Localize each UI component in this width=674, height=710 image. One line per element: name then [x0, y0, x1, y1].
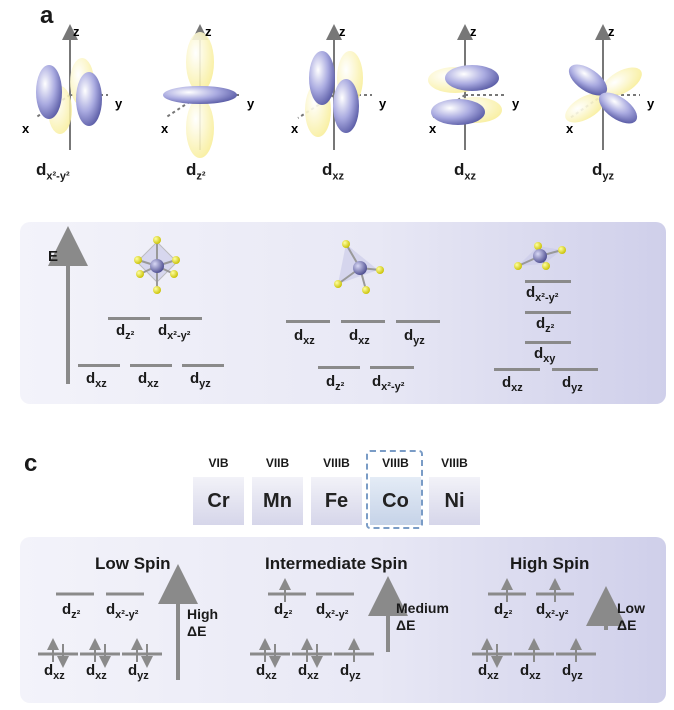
level-tet-upper-1: [286, 320, 330, 323]
label-sq-z2: dz²: [536, 315, 555, 335]
panel-a-letter: a: [40, 2, 54, 29]
ls-label-z2: dz²: [62, 601, 81, 621]
co-highlight-box: [366, 450, 423, 529]
is-label-z2: dz²: [274, 601, 293, 621]
hs-label-xz: dxz: [478, 662, 499, 682]
orbital-label-dxz: dxz: [322, 160, 345, 183]
label-tet-yz: dyz: [404, 327, 425, 347]
orbital-label-dz2: dz²: [186, 160, 206, 183]
orbital-dx2y2-shape: z y x: [22, 24, 123, 150]
svg-text:y: y: [247, 96, 255, 111]
element-co: Co: [370, 477, 421, 525]
level-oct-upper-2: [160, 317, 202, 320]
label-oct-xz: dxz: [86, 370, 107, 390]
octahedral-molecule: [134, 236, 180, 294]
ls-label-xz-2: dxz: [86, 662, 107, 682]
element-mn: Mn: [252, 477, 303, 525]
level-tet-lower-1: [318, 366, 360, 369]
panel-c-background: [20, 537, 666, 703]
square-planar-molecule: [514, 242, 566, 270]
label-tet-xz: dxz: [294, 327, 315, 347]
panel-b-graphics: [48, 226, 566, 384]
label-sq-xz: dxz: [502, 374, 523, 394]
hs-label-xz-2: dxz: [520, 662, 541, 682]
level-sq-xy: [525, 341, 571, 344]
svg-text:z: z: [73, 24, 80, 39]
ls-label-yz: dyz: [128, 662, 149, 682]
label-oct-yz: dyz: [190, 370, 211, 390]
label-oct-xz-2: dxz: [138, 370, 159, 390]
svg-text:x: x: [22, 121, 30, 136]
label-tet-xz-2: dxz: [349, 327, 370, 347]
element-cr: Cr: [193, 477, 244, 525]
hs-label-z2: dz²: [494, 601, 513, 621]
group-label-co: VIIIB: [382, 456, 409, 470]
ls-label-x2y2: dx²-y²: [106, 601, 139, 621]
level-sq-xz: [494, 368, 540, 371]
orbital-dyz-shape: z y x: [565, 24, 655, 150]
orbital-label-dxz-2: dxz: [454, 160, 477, 183]
low-spin-title: Low Spin: [95, 554, 171, 573]
panel-c-letter: c: [24, 450, 38, 477]
label-tet-x2y2: dx²-y²: [372, 373, 405, 393]
level-tet-upper-2: [341, 320, 385, 323]
label-sq-x2y2: dx²-y²: [526, 284, 559, 304]
svg-text:y: y: [379, 96, 387, 111]
hs-label-yz: dyz: [562, 662, 583, 682]
ls-label-xz: dxz: [44, 662, 65, 682]
svg-text:z: z: [470, 24, 477, 39]
svg-text:x: x: [566, 121, 574, 136]
is-label-x2y2: dx²-y²: [316, 601, 349, 621]
level-oct-lower-1: [78, 364, 120, 367]
label-tet-z2: dz²: [326, 373, 345, 393]
high-spin-title: High Spin: [510, 554, 590, 573]
orbital-dxz-alt-shape: z y x: [428, 24, 520, 150]
is-label-xz: dxz: [256, 662, 277, 682]
svg-text:z: z: [339, 24, 346, 39]
group-label-mn: VIIB: [265, 456, 290, 470]
orbital-shapes: z y x z y x z y x z y x: [22, 24, 655, 158]
svg-text:x: x: [291, 121, 299, 136]
element-ni: Ni: [429, 477, 480, 525]
panel-c-graphics: [38, 564, 626, 680]
level-tet-upper-3: [396, 320, 440, 323]
orbital-label-dyz: dyz: [592, 160, 615, 183]
svg-text:z: z: [608, 24, 615, 39]
label-oct-z2: dz²: [116, 322, 135, 342]
svg-text:y: y: [115, 96, 123, 111]
group-label-ni: VIIIB: [441, 456, 468, 470]
svg-text:z: z: [205, 24, 212, 39]
orbital-dz2-shape: z y x: [161, 24, 255, 158]
is-label-yz: dyz: [340, 662, 361, 682]
svg-text:x: x: [161, 121, 169, 136]
element-fe: Fe: [311, 477, 362, 525]
level-sq-x2y2: [525, 280, 571, 283]
label-oct-x2y2: dx²-y²: [158, 322, 191, 342]
orbital-label-dx2y2: dx²-y²: [36, 160, 70, 183]
level-oct-upper-1: [108, 317, 150, 320]
level-oct-lower-2: [130, 364, 172, 367]
intermediate-spin-title: Intermediate Spin: [265, 554, 408, 573]
label-sq-yz: dyz: [562, 374, 583, 394]
hs-label-x2y2: dx²-y²: [536, 601, 569, 621]
tetrahedral-molecule: [334, 240, 384, 294]
level-sq-z2: [525, 311, 571, 314]
level-tet-lower-2: [370, 366, 414, 369]
svg-text:y: y: [512, 96, 520, 111]
level-sq-yz: [552, 368, 598, 371]
energy-axis-label: E: [48, 248, 59, 265]
group-label-fe: VIIIB: [323, 456, 350, 470]
orbital-dxz-shape: z y x: [291, 24, 387, 150]
group-label-cr: VIB: [208, 456, 229, 470]
label-sq-xy: dxy: [534, 345, 556, 365]
is-label-xz-2: dxz: [298, 662, 319, 682]
level-oct-lower-3: [182, 364, 224, 367]
svg-text:y: y: [647, 96, 655, 111]
svg-text:x: x: [429, 121, 437, 136]
